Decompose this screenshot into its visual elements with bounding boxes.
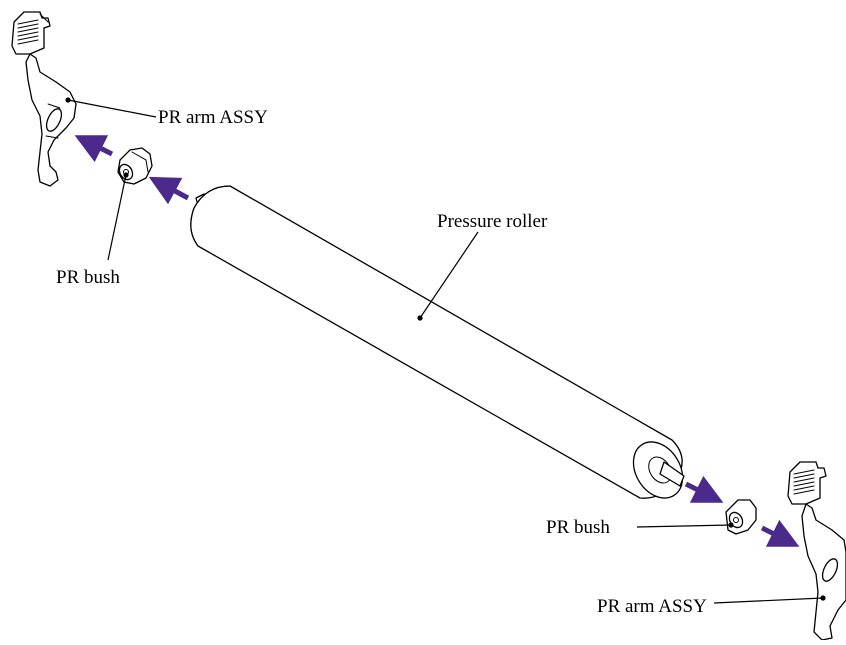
leader-arm-top — [67, 99, 157, 118]
arrow-bush-to-arm-right — [760, 519, 800, 547]
leader-bush-left — [107, 174, 127, 261]
pr-arm-assy-top-left — [11, 11, 77, 187]
arrow-roller-to-bush — [148, 176, 190, 205]
arrow-bush-to-arm — [74, 135, 114, 163]
leader-arm-bottom — [713, 597, 824, 604]
label-pressure-roller: Pressure roller — [437, 211, 548, 232]
label-pr-bush-right: PR bush — [546, 517, 610, 538]
pr-bush-right — [725, 499, 757, 535]
leader-dot-roller — [417, 315, 423, 321]
arrow-roller-to-bush-right — [684, 475, 724, 503]
leader-dot-bush-right — [728, 522, 734, 528]
leader-dot-arm-top — [65, 97, 71, 103]
label-pr-bush-left: PR bush — [56, 267, 120, 288]
leader-dot-bush-left — [123, 172, 129, 178]
pr-bush-left — [117, 147, 153, 185]
leader-dot-arm-bottom — [820, 595, 826, 601]
leader-pressure-roller — [419, 231, 479, 319]
pr-arm-assy-bottom-right — [787, 461, 846, 641]
leader-bush-right — [636, 524, 732, 528]
pressure-roller — [190, 185, 685, 499]
label-pr-arm-assy-top: PR arm ASSY — [158, 107, 268, 128]
label-pr-arm-assy-bottom: PR arm ASSY — [597, 596, 707, 617]
